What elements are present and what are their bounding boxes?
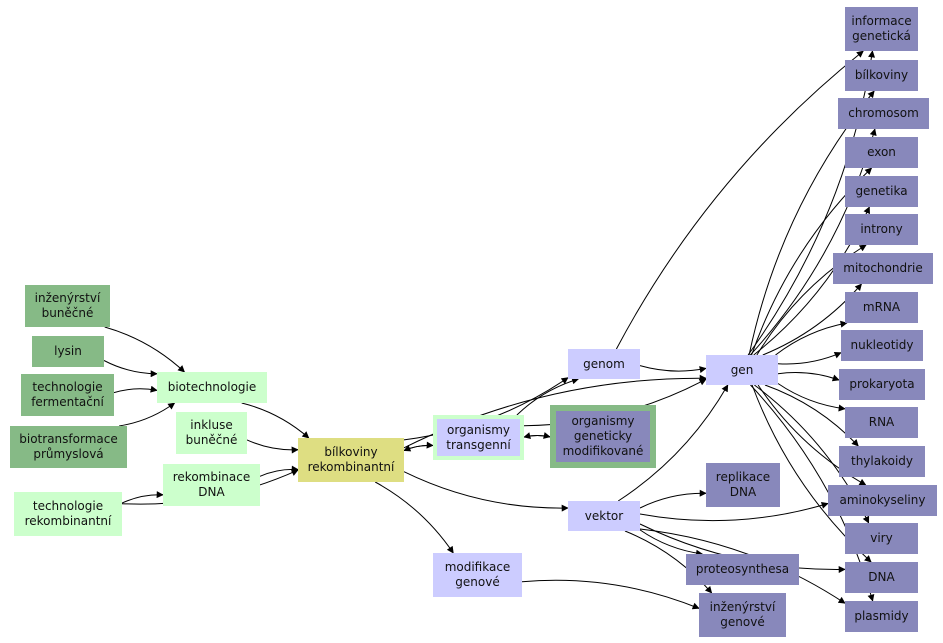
node-inzenyrstvi-genove[interactable]: inženýrství genové [699,593,786,637]
node-organismy-transgenni[interactable]: organismy transgenní [433,415,524,460]
edge-biotechnologie-to-bilkoviny-rekombinantni [241,402,310,439]
edge-gen-to-nukleotidy [777,351,842,365]
node-nukleotidy[interactable]: nukleotidy [841,330,923,361]
node-thylakoidy[interactable]: thylakoidy [839,446,925,477]
node-modifikace-genove[interactable]: modifikace genové [433,553,522,597]
node-viry[interactable]: viry [845,523,918,554]
node-technologie-fermentacni[interactable]: technologie fermentační [21,374,114,416]
node-bilkoviny[interactable]: bílkoviny [845,60,918,91]
edge-vektor-to-proteosynthesa [639,529,704,557]
node-technologie-rekombinantni[interactable]: technologie rekombinantní [14,492,122,536]
edge-biotransformace-prumyslova-to-biotechnologie [119,402,176,427]
edge-gen-to-mrna [775,320,848,356]
node-genetika[interactable]: genetika [845,176,918,207]
edge-gen-to-prokaryota [777,372,840,382]
node-inkluse-bunecne[interactable]: inkluse buněčné [176,412,247,454]
node-chromosom[interactable]: chromosom [838,98,929,129]
node-rna[interactable]: RNA [845,407,918,438]
node-plasmidy[interactable]: plasmidy [845,601,918,632]
edge-rekombinace-dna-to-bilkoviny-rekombinantni [259,465,299,477]
node-inzenyrstvi-bunecne[interactable]: inženýrství buněčné [25,285,110,327]
edge-modifikace-genove-to-inzenyrstvi-genove [521,579,700,610]
edge-technologie-rekombinantni-to-rekombinace-dna [121,491,164,504]
node-proteosynthesa[interactable]: proteosynthesa [686,554,799,585]
edge-technologie-fermentacni-to-biotechnologie [113,385,158,394]
edge-bilkoviny-rekombinantni-to-vektor [403,471,569,512]
node-lysin[interactable]: lysin [32,336,104,367]
edge-organismy-transgenni-to-bilkoviny-rekombinantni [403,444,434,452]
edge-inkluse-bunecne-to-bilkoviny-rekombinantni [246,439,299,454]
node-organismy-geneticky-modifikovane[interactable]: organismy geneticky modifikované [550,405,656,468]
node-vektor[interactable]: vektor [568,501,640,531]
node-organismy-geneticky-modifikovane-label: organismy geneticky modifikované [556,411,650,462]
edge-vektor-to-plasmidy [639,528,846,604]
node-replikace-dna[interactable]: replikace DNA [706,463,780,507]
edge-organismy-geneticky-modifikovane-to-organismy-transgenni [523,432,551,439]
node-genom[interactable]: genom [568,349,640,379]
node-prokaryota[interactable]: prokaryota [839,369,925,400]
node-dna[interactable]: DNA [845,562,918,593]
edge-vektor-to-replikace-dna [639,489,707,509]
node-gen[interactable]: gen [706,355,778,385]
node-mitochondrie[interactable]: mitochondrie [833,253,933,284]
node-organismy-transgenni-label: organismy transgenní [437,419,520,456]
edge-gen-to-rna [777,383,846,412]
node-biotechnologie[interactable]: biotechnologie [157,372,267,403]
edge-lysin-to-biotechnologie [103,360,158,378]
node-biotransformace-prumyslova[interactable]: biotransformace průmyslová [10,426,127,468]
node-informace-geneticka[interactable]: informace genetická [845,7,918,51]
node-rekombinace-dna[interactable]: rekombinace DNA [163,464,260,506]
edge-vektor-to-gen [617,384,729,502]
edge-genom-to-informace-geneticka [615,50,864,350]
node-aminokyseliny[interactable]: aminokyseliny [828,485,937,516]
node-exon[interactable]: exon [845,137,918,168]
edge-gen-to-informace-geneticka [747,50,875,356]
edge-vektor-to-aminokyseliny [639,501,829,522]
edge-organismy-transgenni-to-genom [516,377,580,416]
node-mrna[interactable]: mRNA [845,292,918,323]
node-introny[interactable]: introny [845,214,918,245]
node-bilkoviny-rekombinantni[interactable]: bílkoviny rekombinantní [298,438,404,482]
edge-inzenyrstvi-bunecne-to-biotechnologie [104,326,186,373]
edge-genom-to-gen [639,365,707,374]
edge-bilkoviny-rekombinantni-to-modifikace-genove [374,481,454,554]
